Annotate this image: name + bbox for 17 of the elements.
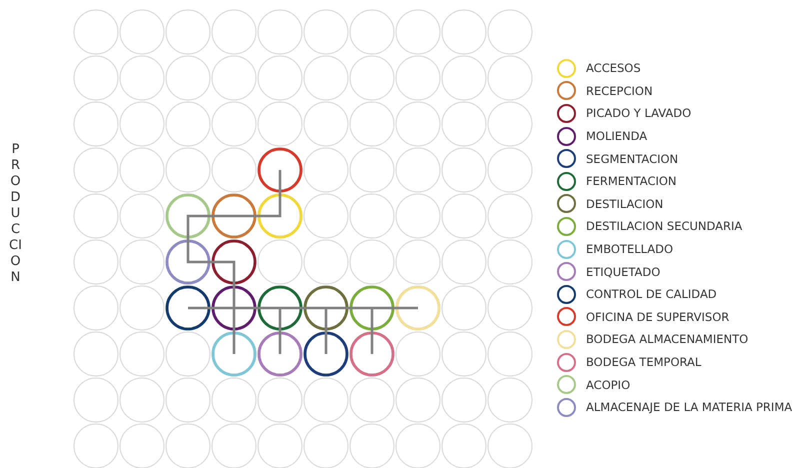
legend-label: OFICINA DE SUPERVISOR [586,310,730,324]
legend-label: BODEGA ALMACENAMIENTO [586,332,748,346]
legend-label: EMBOTELLADO [586,242,674,256]
legend-label: SEGMENTACION [586,152,678,166]
vertical-label: PRODUCCION [9,142,22,286]
legend-label: ACCESOS [586,61,641,76]
legend-label: ALMACENAJE DE LA MATERIA PRIMA [586,400,792,414]
legend-label: DESTILACION SECUNDARIA [586,219,742,234]
legend-label: ETIQUETADO [586,264,660,279]
legend-label: ACOPIO [586,378,630,392]
legend-label: FERMENTACION [586,174,677,188]
legend-label: DESTILACION [586,196,664,211]
legend-label: RECEPCION [586,84,653,98]
legend-label: PICADO Y LAVADO [586,106,692,120]
legend-label: MOLIENDA [586,129,648,144]
legend-label: BODEGA TEMPORAL [586,355,702,370]
legend-label: CONTROL DE CALIDAD [586,287,717,302]
